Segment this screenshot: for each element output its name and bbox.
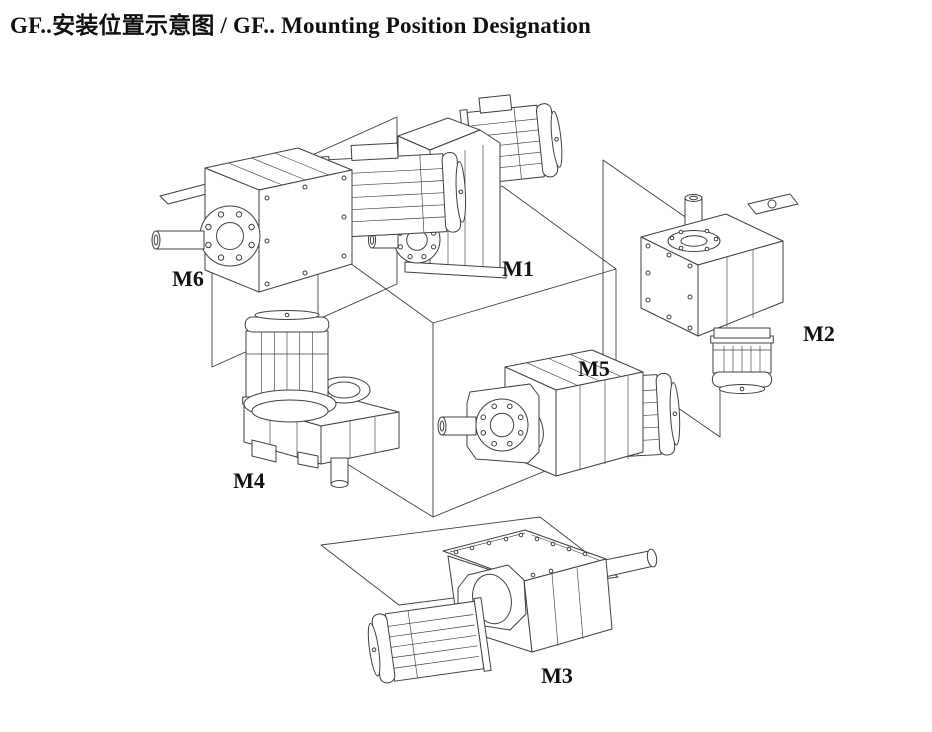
gear-unit-m2: [640, 193, 799, 394]
gear-unit-m4: [242, 310, 400, 488]
label-m6: M6: [172, 266, 204, 291]
gear-unit-m5: [437, 349, 681, 477]
motor-m4: [242, 310, 332, 405]
motor-m3: [367, 597, 492, 684]
page-title: GF..安装位置示意图 / GF.. Mounting Position Des…: [10, 13, 592, 38]
label-m3: M3: [541, 663, 573, 688]
reference-planes: [211, 116, 721, 606]
label-m1: M1: [502, 256, 534, 281]
right-wall-plane: [602, 159, 721, 438]
label-m4: M4: [233, 468, 265, 493]
position-labels: M6 M1 M2 M5 M4 M3: [172, 256, 835, 688]
label-m5: M5: [578, 356, 610, 381]
gear-unit-m3: [367, 529, 658, 684]
left-wall-plane: [211, 116, 398, 368]
gear-units: [151, 94, 799, 684]
motor-m2: [710, 335, 774, 394]
gear-unit-m6: [151, 142, 467, 293]
label-m2: M2: [803, 321, 835, 346]
floor-plane: [320, 516, 619, 606]
